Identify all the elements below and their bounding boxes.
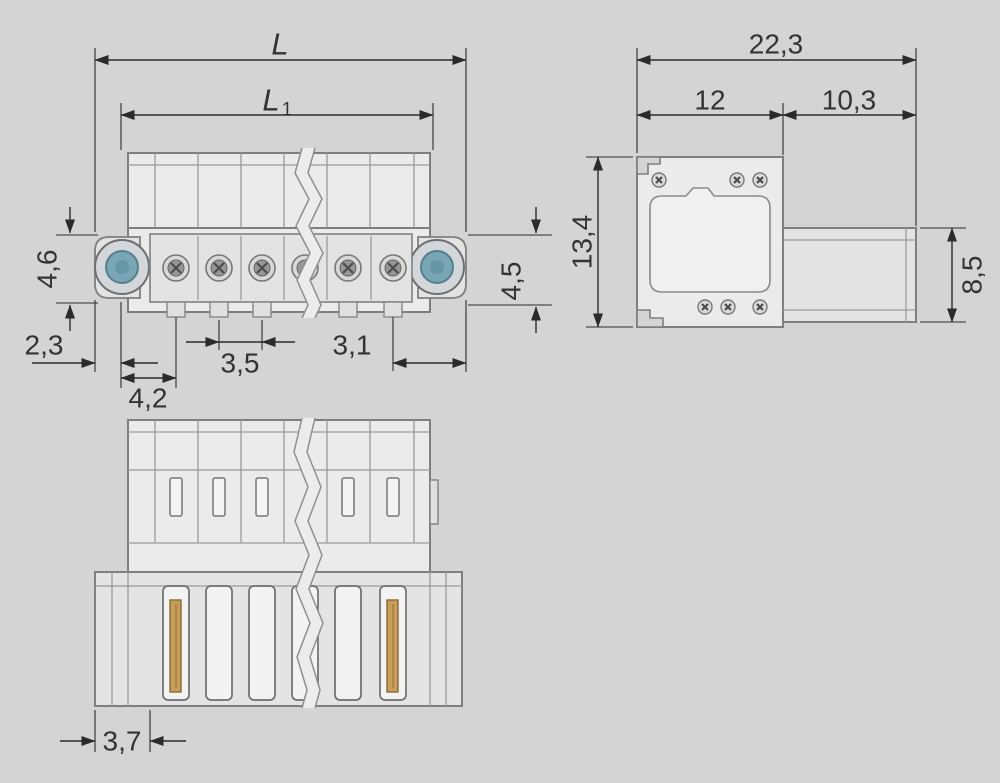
dim-label-first-pole-offset: 4,2 (129, 383, 168, 414)
solder-tab (252, 301, 272, 318)
terminal-frame (149, 233, 413, 303)
vent-slot (386, 477, 400, 517)
terminal-opening (334, 585, 362, 701)
corner-step-top (636, 156, 661, 175)
dim-label-housing-height: 13,4 (567, 215, 598, 270)
solder-tab (209, 301, 229, 318)
dim-label-housing-depth: 12 (694, 85, 725, 116)
dim-label-total-depth: 22,3 (749, 29, 804, 60)
dim-label-pole-pitch: 3,5 (221, 348, 260, 379)
screw-slot-icon (342, 262, 354, 274)
housing-face (649, 187, 771, 293)
solder-tabs (166, 301, 403, 318)
dim-label-flange-offset: 2,3 (25, 330, 64, 361)
screw-slot-icon (724, 303, 732, 311)
break-zigzag (307, 147, 324, 319)
screw-slot-icon (170, 262, 182, 274)
dim-label-last-pole-offset: 3,1 (333, 330, 372, 361)
housing-top-section (127, 152, 431, 229)
side-latch-tab (429, 479, 439, 525)
pin-shroud (782, 227, 917, 323)
solder-tab (338, 301, 358, 318)
front-base (94, 571, 463, 707)
front-view-dimensions: 3,7 (60, 710, 186, 757)
face-screws (651, 172, 768, 315)
screw-slot-icon (213, 262, 225, 274)
break-line-front-view (293, 417, 324, 709)
screw-slot-icon (387, 262, 399, 274)
terminal-screw-3 (248, 254, 276, 282)
mounting-flange-right (409, 236, 467, 299)
break-zigzag (293, 417, 311, 709)
terminal-opening (248, 585, 276, 701)
front-view: 3,7 (60, 417, 463, 757)
dim-label-right-height: 4,5 (496, 262, 527, 301)
screw-slot-icon (756, 303, 764, 311)
dim-label-pin-offset: 3,7 (103, 726, 142, 757)
vent-slot (169, 477, 183, 517)
dim-label-shroud-height: 8,5 (957, 256, 988, 295)
screw-slot-icon (655, 176, 663, 184)
dim-label-housing-length: L (262, 83, 279, 118)
break-zigzag (306, 417, 324, 709)
flange-bushing-center (115, 260, 129, 274)
terminal-screw-1 (162, 254, 190, 282)
screw-slot-icon (756, 176, 764, 184)
vent-slot (341, 477, 355, 517)
terminal-frame-dividers (197, 236, 372, 300)
mounting-flange-left (94, 236, 150, 299)
dim-label-overall-length: L (271, 27, 288, 62)
solder-tab (383, 301, 403, 318)
side-view-dimensions: 22,3 12 10,3 13,4 8,5 (567, 29, 988, 328)
terminal-screw-5 (334, 254, 362, 282)
terminal-screws (162, 254, 407, 282)
corner-step-bottom (636, 309, 664, 328)
top-view: L L 1 4,6 4,5 2,3 4 (25, 27, 552, 414)
side-view: 22,3 12 10,3 13,4 8,5 (567, 29, 988, 328)
top-section-dividers (154, 153, 415, 228)
screw-slot-icon (733, 176, 741, 184)
break-gap (294, 418, 323, 708)
terminal-screw-6 (379, 254, 407, 282)
top-view-dimensions: L L 1 4,6 4,5 2,3 4 (25, 27, 552, 414)
dim-label-housing-length-subscript: 1 (282, 100, 293, 121)
contact-pins (169, 599, 399, 693)
break-gap (295, 148, 323, 318)
break-zigzag (294, 147, 311, 319)
break-line-top-view (294, 147, 324, 319)
solder-tab (166, 301, 186, 318)
vent-slots (169, 477, 400, 517)
terminal-screw-2 (205, 254, 233, 282)
dim-label-flange-height: 4,6 (32, 250, 63, 289)
vent-slot (255, 477, 269, 517)
flange-bushing-center (430, 260, 444, 274)
screw-slot-icon (256, 262, 268, 274)
dim-label-shroud-depth: 10,3 (822, 85, 877, 116)
screw-slot-icon (701, 303, 709, 311)
front-upper-dividers (154, 420, 415, 543)
terminal-opening (205, 585, 233, 701)
vent-slot (212, 477, 226, 517)
